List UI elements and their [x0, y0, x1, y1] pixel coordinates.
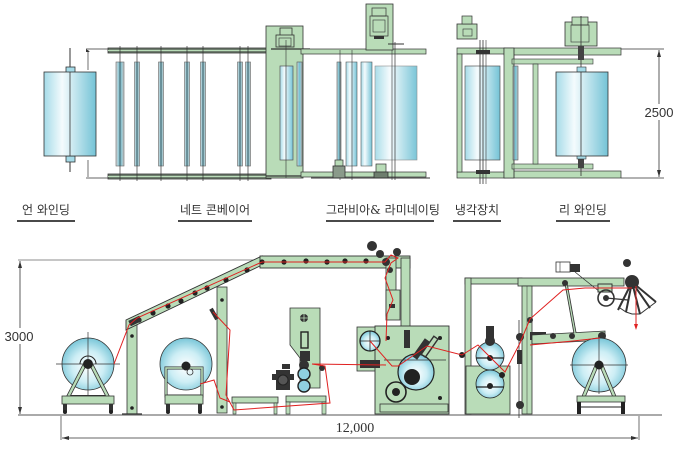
section-label-net-conveyor-text: 네트 콘베이어 — [179, 203, 251, 217]
section-underline — [326, 220, 434, 222]
conveyor-idler-roller — [363, 258, 369, 264]
section-underline — [453, 220, 501, 222]
dimension-width: 2500 — [621, 48, 674, 179]
section-label-net-conveyor: 네트 콘베이어 — [178, 201, 252, 222]
top-rewind-roll — [555, 16, 609, 176]
section-label-unwinding-text: 언 와인딩 — [22, 203, 70, 217]
side-laminating-body — [356, 325, 450, 415]
dimension-height: 3000 — [2, 259, 380, 414]
web-path-branch-lower-reel — [199, 379, 231, 403]
top-laminating-rails — [300, 48, 427, 178]
side-gravure-unit — [272, 307, 327, 415]
section-underline — [178, 220, 252, 222]
top-laminating-rolls — [336, 42, 418, 180]
section-underline — [556, 220, 610, 222]
top-gravure-frame-1 — [265, 25, 340, 179]
top-laminating-bottom-units — [311, 159, 430, 179]
web-path-branch-laminating — [369, 287, 632, 373]
side-low-table — [231, 396, 279, 415]
top-unwind-roll — [43, 48, 97, 172]
web-path — [113, 254, 400, 365]
section-label-gravure-laminating-text: 그라비아& 라미네이팅 — [326, 203, 440, 217]
top-cooling-unit — [456, 15, 506, 184]
side-laminating-tower — [367, 241, 411, 329]
section-label-cooling-unit-text: 냉각장치 — [454, 203, 500, 217]
dimension-height-value: 3000 — [5, 329, 34, 344]
side-view: 3000 12,000 — [2, 241, 662, 440]
side-intermediate-reel — [159, 337, 213, 414]
side-unwind-stand — [56, 332, 120, 414]
top-bracket-left — [86, 48, 108, 179]
dimension-length: 12,000 — [60, 416, 640, 440]
web-path-branch-conveyor — [212, 311, 387, 411]
dimension-length-value: 12,000 — [336, 421, 375, 436]
conveyor-idler-roller — [303, 258, 309, 264]
top-view: 2500 — [43, 3, 674, 184]
conveyor-idler-roller — [178, 298, 184, 304]
section-label-rewinding-text: 리 와인딩 — [559, 203, 607, 217]
side-rewind-reel — [570, 336, 628, 414]
top-rewind-frame — [503, 47, 622, 179]
section-underline — [17, 220, 75, 222]
section-label-cooling-unit: 냉각장치 — [453, 201, 501, 222]
side-cooling-unit — [459, 277, 523, 415]
conveyor-idler-roller — [342, 258, 348, 264]
top-conveyor-rollers — [115, 46, 251, 181]
section-label-rewinding: 리 와인딩 — [556, 201, 610, 222]
top-laminating-motor — [365, 3, 404, 51]
section-label-gravure-laminating: 그라비아& 라미네이팅 — [326, 201, 440, 222]
side-rewind-turret — [617, 259, 657, 315]
web-path-branch-rewind-arm — [529, 337, 601, 346]
section-label-unwinding: 언 와인딩 — [17, 201, 75, 222]
conveyor-idler-roller — [244, 267, 250, 273]
dimension-width-value: 2500 — [645, 105, 674, 120]
